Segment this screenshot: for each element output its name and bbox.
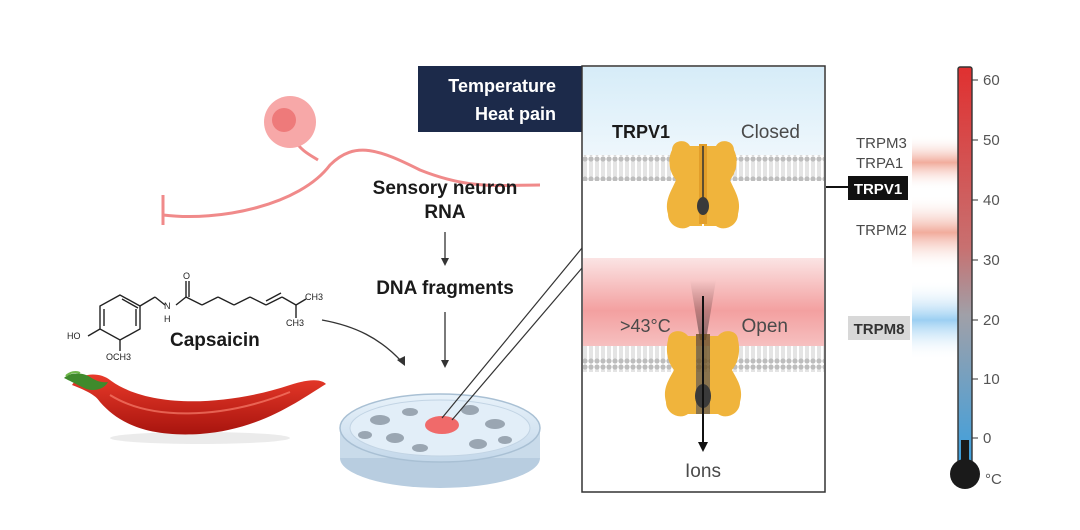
workflow-step-rna: RNA [424,202,465,223]
thermo-tick-50: 50 [983,132,1000,149]
atom-ho: HO [67,331,81,341]
thermo-tick-20: 20 [983,312,1000,329]
capsaicin-structure [87,281,307,351]
thermo-unit: °C [985,471,1002,488]
atom-ch3-bottom: CH3 [286,318,304,328]
ions-label: Ions [685,461,721,482]
thermo-tick-0: 0 [983,430,991,447]
receptor-trpm2-label: TRPM2 [856,222,907,239]
petri-dish-illustration [339,393,541,488]
receptor-trpv1-badge: TRPV1 [848,176,908,200]
chili-pepper-illustration [64,371,326,444]
thermo-tick-40: 40 [983,192,1000,209]
arrow-rna-to-dna [441,232,449,266]
receptor-trpm3-label: TRPM3 [856,135,907,152]
title-box: Temperature Heat pain [418,66,584,132]
thermo-tick-10: 10 [983,371,1000,388]
atom-och3: OCH3 [106,352,131,362]
atom-n: N [164,301,171,311]
title-line-heat-pain: Heat pain [475,104,556,124]
receptor-trpm8-label: TRPM8 [854,321,905,338]
capsaicin-label: Capsaicin [170,330,260,351]
sensory-neuron-illustration [161,96,541,225]
thermometer: 60 50 40 30 20 10 0 °C [950,66,1002,489]
trpv1-channel-open [664,280,742,452]
title-line-temperature: Temperature [448,76,556,96]
workflow-step-dna-fragments: DNA fragments [376,278,514,299]
receptor-trpa1-label: TRPA1 [856,155,903,172]
receptor-trpm8-badge: TRPM8 [848,316,910,340]
channel-panel: TRPV1 Closed >43°C Open Ions [581,65,826,493]
workflow-step-neuron: Sensory neuron [373,178,518,199]
open-state-label: Open [742,316,788,337]
closed-state-label: Closed [741,122,800,143]
atom-o: O [183,271,190,281]
atom-h: H [164,314,171,324]
receptor-trpv1-label: TRPV1 [854,181,902,198]
arrow-capsaicin-to-dish [321,319,405,366]
thermo-tick-30: 30 [983,252,1000,269]
zoom-lines [441,247,583,421]
trpv1-channel-closed [666,141,740,229]
thermo-tick-60: 60 [983,72,1000,89]
channel-name-label: TRPV1 [612,122,670,142]
atom-ch3-top: CH3 [305,292,323,302]
threshold-temperature-label: >43°C [620,316,671,336]
arrow-dna-to-dish [441,312,449,368]
